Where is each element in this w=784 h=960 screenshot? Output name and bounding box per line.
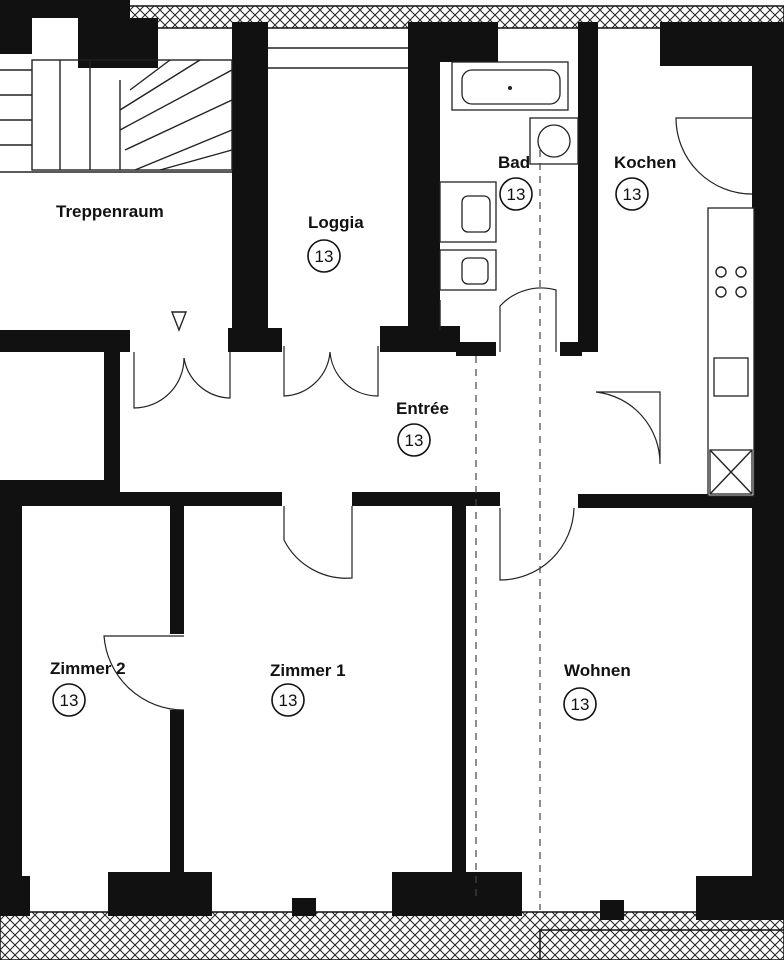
room-number-wohnen: 13 — [571, 695, 590, 714]
loggia-window — [268, 47, 408, 69]
staircase — [0, 59, 233, 332]
room-label-zimmer-1: Zimmer 1 — [270, 661, 346, 680]
room-label-kochen: Kochen — [614, 153, 676, 172]
room-label-zimmer-2: Zimmer 2 — [50, 659, 126, 678]
room-number-badge-loggia: 13 — [307, 239, 341, 273]
room-label-entree: Entrée — [396, 399, 449, 418]
room-label-loggia: Loggia — [308, 213, 364, 232]
room-number-zimmer-1: 13 — [279, 691, 298, 710]
bathroom-fixtures — [439, 61, 579, 330]
room-number-zimmer-2: 13 — [60, 691, 79, 710]
exterior-wall-hatching — [0, 5, 784, 960]
kitchen-fixtures — [707, 207, 755, 497]
room-number-badge-zimmer-1: 13 — [271, 683, 305, 717]
room-number-badge-kochen: 13 — [615, 177, 649, 211]
room-number-kochen: 13 — [623, 185, 642, 204]
room-number-entree: 13 — [405, 431, 424, 450]
dashed-lines — [475, 150, 541, 910]
room-number-bad: 13 — [507, 185, 526, 204]
room-label-treppenraum: Treppenraum — [56, 202, 164, 221]
room-label-bad: Bad — [498, 153, 530, 172]
door-swings — [103, 117, 753, 711]
room-number-badge-wohnen: 13 — [563, 687, 597, 721]
room-number-badge-bad: 13 — [499, 177, 533, 211]
room-labels: Treppenraum Loggia 13 Bad 13 Kochen 13 E… — [50, 153, 676, 721]
walls — [0, 0, 784, 920]
room-number-badge-zimmer-2: 13 — [52, 683, 86, 717]
room-number-loggia: 13 — [315, 247, 334, 266]
room-number-badge-entree: 13 — [397, 423, 431, 457]
room-label-wohnen: Wohnen — [564, 661, 631, 680]
